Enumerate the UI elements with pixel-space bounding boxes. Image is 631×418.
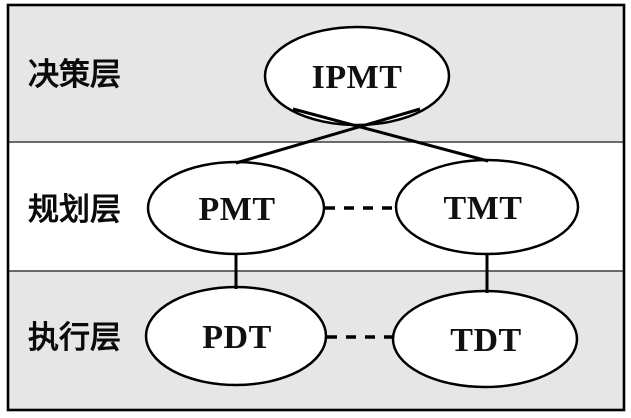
layer-label-execution: 执行层: [28, 320, 121, 355]
node-label-pmt: PMT: [198, 191, 275, 228]
edge-ipmt-pmt: [235, 107, 421, 165]
edge-ipmt-tmt: [292, 107, 489, 163]
diagram-border: [6, 3, 626, 412]
node-tdt-ellipse: [391, 289, 579, 389]
node-label-tdt: TDT: [450, 322, 521, 359]
layer-label-planning: 规划层: [28, 192, 121, 227]
node-label-pdt: PDT: [202, 319, 272, 356]
node-label-tmt: TMT: [444, 190, 523, 227]
layer-label-decision: 决策层: [28, 57, 121, 92]
node-label-ipmt: IPMT: [312, 59, 403, 96]
